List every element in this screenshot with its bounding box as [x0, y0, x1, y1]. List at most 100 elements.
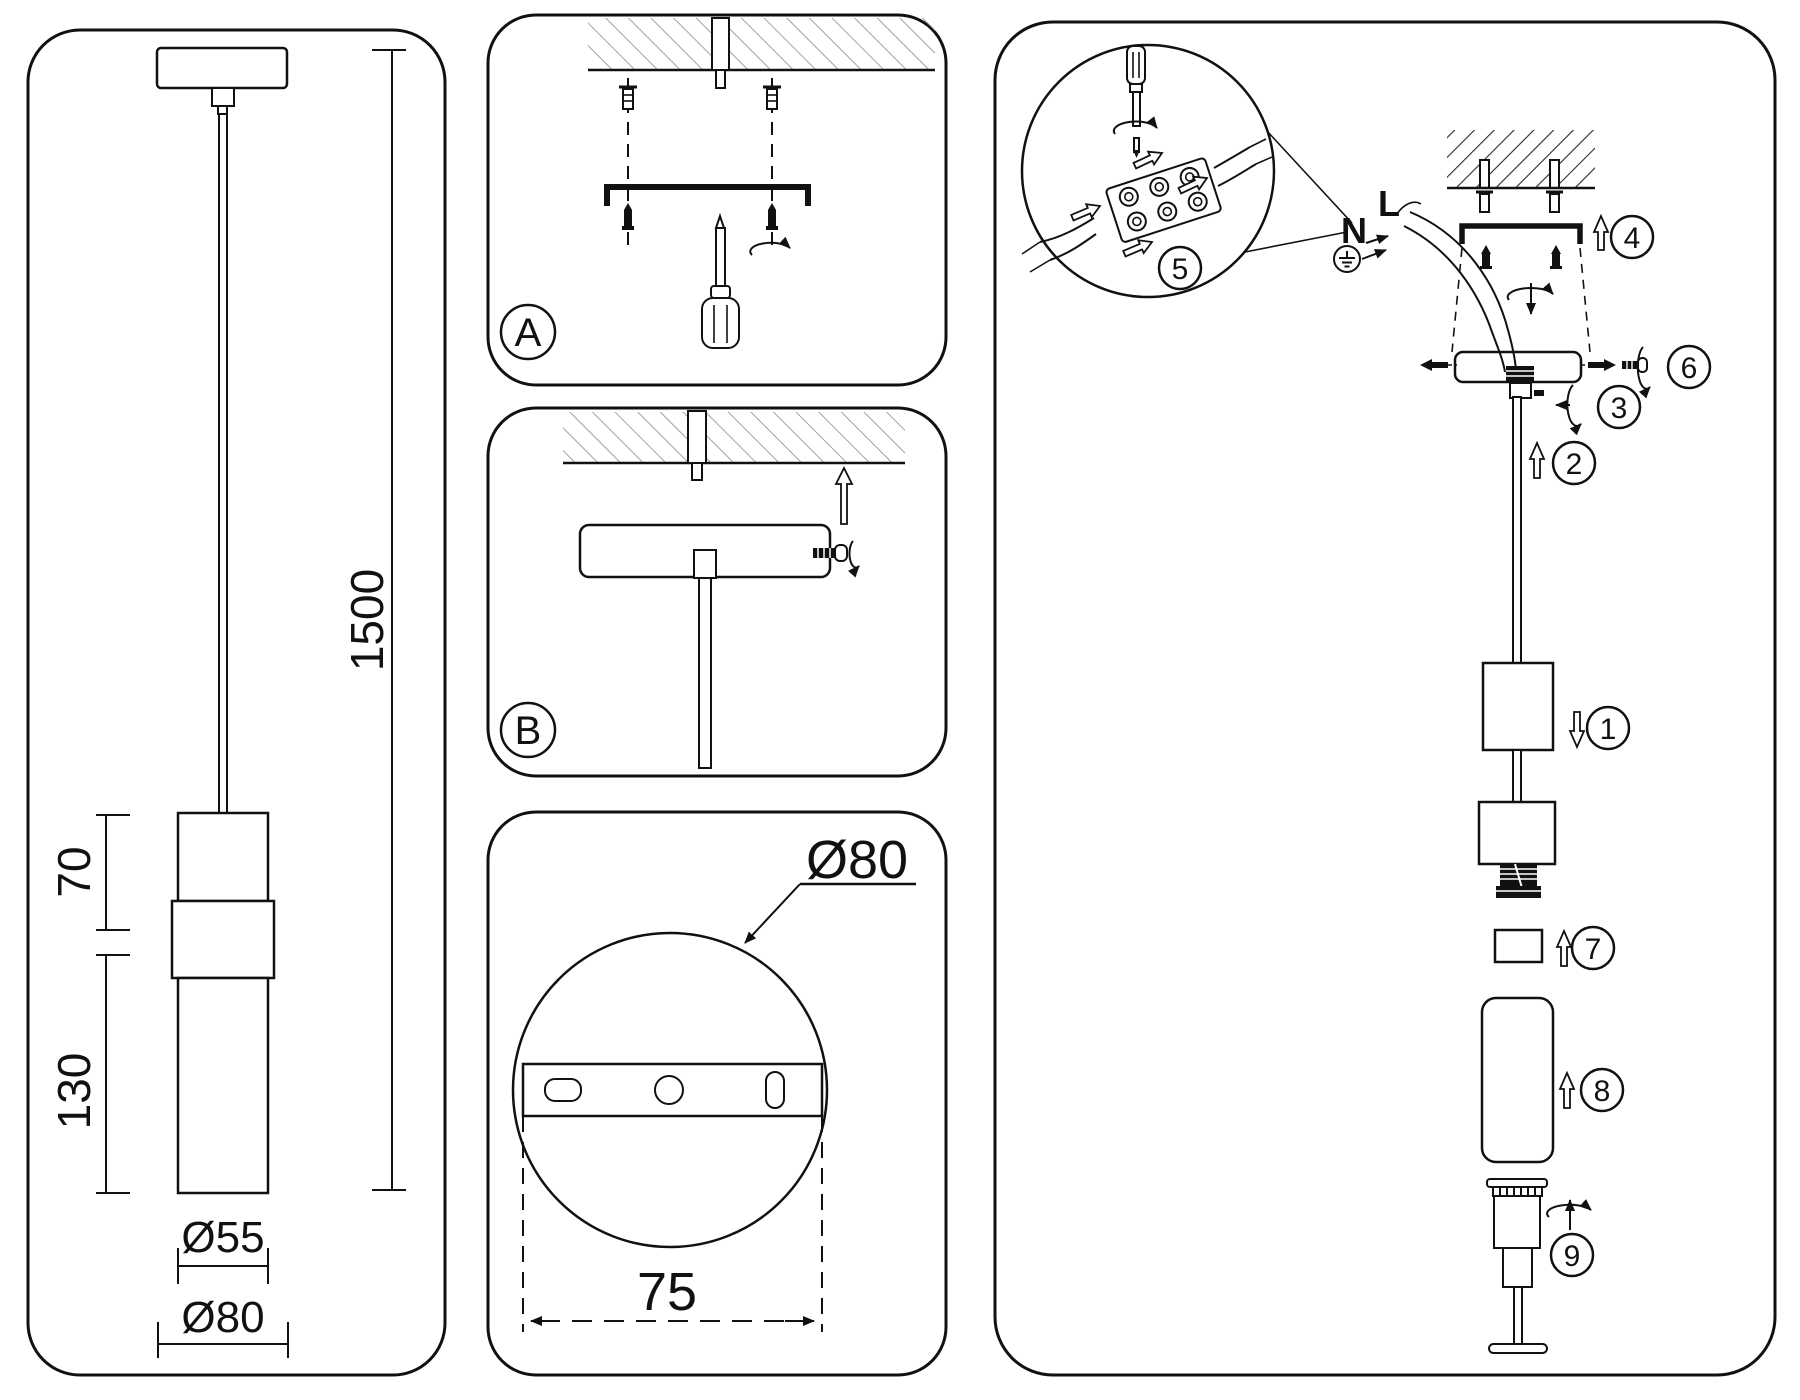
svg-text:2: 2 — [1566, 448, 1583, 481]
cord-grip — [1506, 366, 1544, 399]
dimension-label-length: 1500 — [341, 569, 393, 671]
side-screw-icon — [813, 540, 860, 578]
terminal-block-icon — [1105, 157, 1222, 243]
dimension-lower-section: 130 — [48, 954, 130, 1194]
dimension-shade-diameter: Ø55 — [177, 1213, 269, 1284]
panel-step-b: B — [486, 406, 948, 778]
panel-dimensions: 1500 70 130 Ø55 Ø80 — [26, 28, 447, 1377]
lift-up-arrow — [834, 465, 854, 525]
drill-hole-right — [1549, 159, 1560, 189]
ceiling-hatch — [1447, 130, 1595, 187]
panel-b-border — [486, 406, 948, 778]
canopy-stem — [211, 87, 235, 107]
canopy — [155, 46, 289, 90]
screwdriver-icon — [701, 212, 740, 349]
screw-rotate-icon — [1622, 346, 1651, 399]
slot-horizontal — [544, 1078, 582, 1102]
step-marker-8: 8 — [1579, 1067, 1625, 1113]
step-a-marker: A — [499, 303, 557, 361]
rod-lower — [1512, 749, 1522, 804]
upper-body-cylinder — [1481, 661, 1555, 752]
wall-anchor-right — [1546, 190, 1563, 213]
step-marker-5: 5 — [1157, 245, 1203, 291]
panel-assembly: 5 N L — [993, 20, 1777, 1377]
screwdriver-icon — [1126, 45, 1146, 158]
svg-text:4: 4 — [1624, 222, 1641, 255]
bulb-rotate-icon — [1546, 1199, 1592, 1230]
ceiling-hatch-left — [563, 412, 688, 462]
neutral-wire-arrow — [1365, 234, 1389, 245]
canopy-stem-collar — [217, 105, 228, 115]
step-b-label: B — [515, 709, 542, 753]
rotation-arrow-icon — [749, 236, 791, 256]
step-b-marker: B — [499, 701, 557, 759]
svg-text:5: 5 — [1172, 253, 1189, 286]
lamp-middle-band — [170, 899, 276, 980]
panel-canopy-detail: 75 Ø80 — [486, 810, 948, 1377]
threaded-stud — [711, 17, 730, 71]
alignment-dashed-left — [1451, 247, 1463, 353]
wall-anchor-right — [763, 85, 781, 110]
insert-arrows — [1070, 150, 1209, 258]
glass-shade — [1480, 996, 1555, 1164]
led-bulb — [1486, 1178, 1548, 1354]
ceiling-hatch-right — [706, 412, 905, 462]
neutral-label: N — [1341, 210, 1367, 251]
ceiling-section — [588, 17, 935, 89]
step-marker-3: 3 — [1596, 384, 1642, 430]
screw-up-right — [1550, 245, 1562, 269]
dimension-label-detail-diameter: Ø80 — [806, 830, 908, 890]
dimension-label-upper: 70 — [48, 846, 100, 897]
retaining-ring — [1493, 928, 1544, 964]
pendant-side-view — [155, 46, 289, 1195]
dimension-label-canopy-diameter: Ø80 — [181, 1293, 264, 1342]
slide-up-arrow — [1528, 440, 1546, 479]
suspension-rod — [1512, 396, 1522, 664]
callout-line-top — [1266, 130, 1353, 224]
wiring-detail-callout: 5 — [1020, 43, 1276, 299]
mains-wires — [1396, 201, 1517, 373]
wires — [1021, 138, 1273, 273]
rotate-canopy-icon — [1506, 282, 1554, 315]
screw-up-left — [1480, 245, 1492, 269]
dimension-mount-spacing: 75 — [530, 1262, 815, 1326]
dimension-canopy-diameter: Ø80 — [157, 1293, 289, 1358]
callout-line-bottom — [1244, 231, 1348, 253]
ceiling-section-b — [563, 410, 905, 481]
dimension-detail-diameter: Ø80 — [744, 830, 916, 944]
shade-up-arrow — [1558, 1070, 1576, 1109]
dimension-upper-section: 70 — [48, 814, 130, 931]
dimension-label-shade-diameter: Ø55 — [181, 1213, 264, 1262]
step-marker-7: 7 — [1570, 925, 1616, 971]
svg-text:8: 8 — [1594, 1075, 1611, 1108]
drill-hole-left — [1479, 159, 1490, 189]
live-label: L — [1378, 183, 1400, 224]
svg-text:3: 3 — [1611, 392, 1628, 425]
wall-anchor-left — [619, 85, 637, 110]
dimension-overall-length: 1500 — [341, 49, 406, 1191]
canopy-stem — [693, 549, 717, 579]
panel-dimensions-border — [26, 28, 447, 1377]
detail-circle — [1020, 43, 1276, 299]
rotation-arrow-icon — [847, 540, 860, 578]
step-marker-6: 6 — [1666, 344, 1712, 390]
step-a-label: A — [515, 311, 542, 355]
lamp-upper-body — [176, 811, 270, 903]
ceiling-hatch-right — [729, 18, 935, 70]
suspension-rod — [218, 113, 228, 814]
step-marker-4: 4 — [1609, 214, 1655, 260]
screw-right — [766, 203, 778, 230]
rotate-grip-icon — [1555, 384, 1582, 436]
alignment-dashed-right — [1579, 247, 1591, 353]
svg-text:6: 6 — [1681, 352, 1698, 385]
center-hole — [654, 1075, 684, 1105]
lamp-shade — [176, 976, 270, 1195]
step-marker-2: 2 — [1551, 440, 1597, 486]
ground-icon — [1333, 245, 1361, 273]
slide-down-arrow — [1568, 711, 1586, 750]
mounting-bracket — [604, 184, 811, 206]
ring-up-arrow — [1555, 928, 1573, 967]
dimension-label-mount-spacing: 75 — [637, 1262, 697, 1322]
